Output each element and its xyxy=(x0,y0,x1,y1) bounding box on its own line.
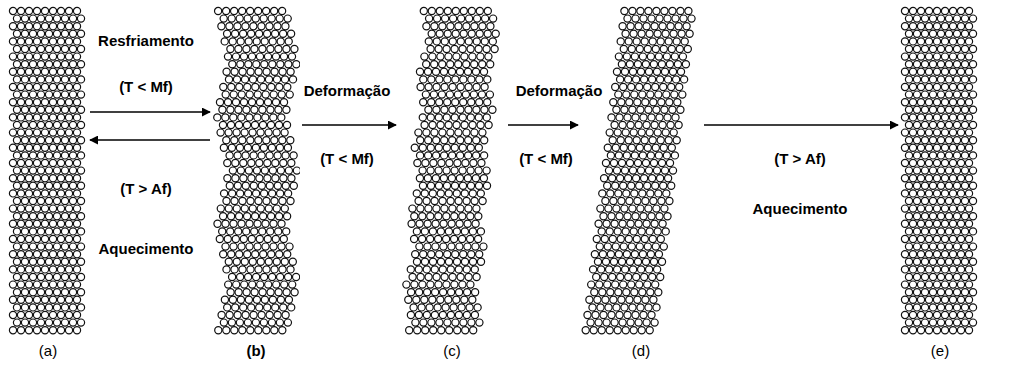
process-label: Resfriamento xyxy=(96,32,196,49)
temperature-condition: (T < Mf) xyxy=(517,150,575,167)
figure-label: (d) xyxy=(632,342,650,359)
atom-lattice xyxy=(8,6,88,336)
atom-lattice xyxy=(900,6,980,336)
process-label: Deformação xyxy=(302,82,393,99)
process-arrow xyxy=(508,124,578,126)
lattice-figure: (a) xyxy=(8,6,88,336)
figure-label: (a) xyxy=(39,342,57,359)
temperature-condition: (T > Af) xyxy=(118,180,174,197)
lattice-figure: (d) xyxy=(580,6,702,336)
process-arrow xyxy=(704,124,898,126)
figure-label: (e) xyxy=(931,342,949,359)
process-label: Aquecimento xyxy=(750,200,849,217)
atom-lattice xyxy=(580,6,702,336)
process-arrow xyxy=(90,111,210,113)
atom-lattice xyxy=(212,6,300,336)
process-arrow xyxy=(90,139,210,141)
lattice-figure: (c) xyxy=(398,6,506,336)
process-label: Deformação xyxy=(514,82,605,99)
temperature-condition: (T < Mf) xyxy=(318,150,376,167)
figure-label: (c) xyxy=(443,342,461,359)
process-label: Aquecimento xyxy=(96,240,195,257)
temperature-condition: (T > Af) xyxy=(772,150,828,167)
lattice-figure: (e) xyxy=(900,6,980,336)
temperature-condition: (T < Mf) xyxy=(117,78,175,95)
atom-lattice xyxy=(398,6,506,336)
process-arrow xyxy=(302,124,396,126)
figure-label: (b) xyxy=(246,342,265,359)
lattice-figure: (b) xyxy=(212,6,300,336)
